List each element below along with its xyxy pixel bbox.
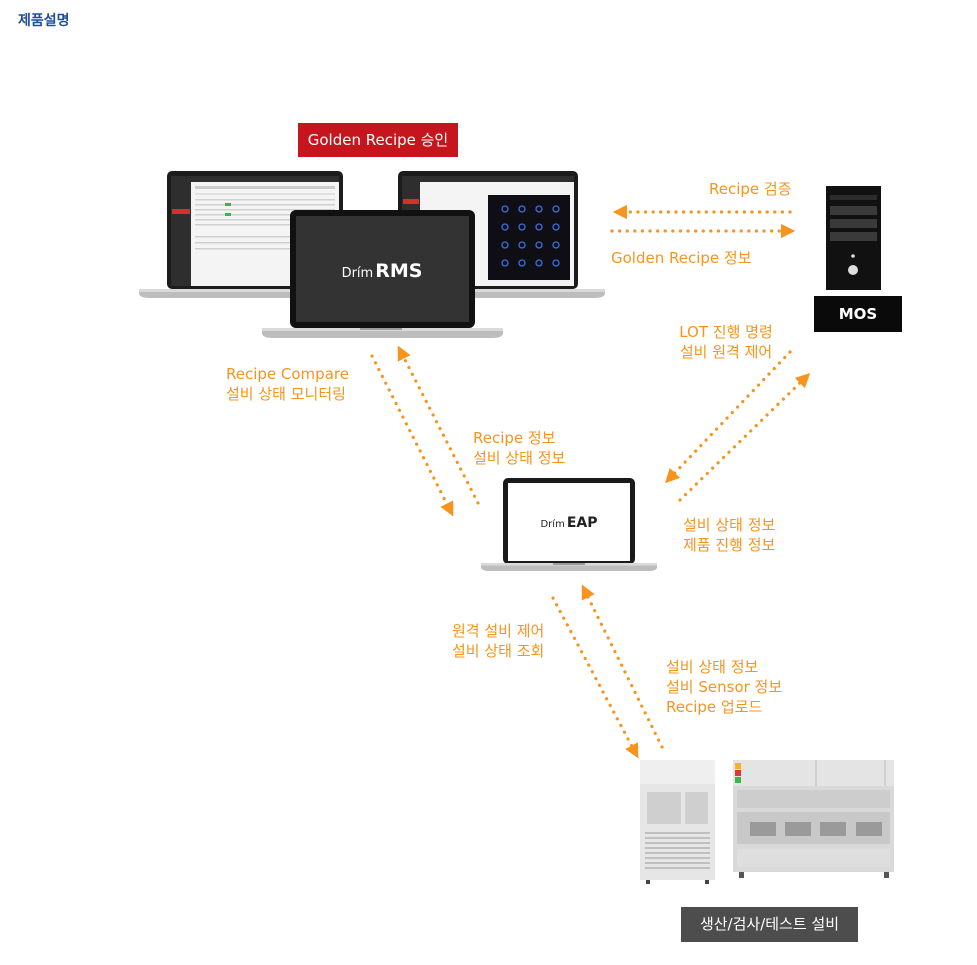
label-recipe-info-line2: 설비 상태 정보	[473, 449, 566, 467]
golden-recipe-badge: Golden Recipe 승인	[298, 123, 458, 157]
mos-server-icon	[826, 186, 881, 290]
arrows	[370, 204, 811, 759]
equipment-badge: 생산/검사/테스트 설비	[681, 907, 858, 942]
label-recipe-compare: Recipe Compare 설비 상태 모니터링	[226, 364, 349, 404]
label-equipment-upload: 설비 상태 정보 설비 Sensor 정보 Recipe 업로드	[666, 657, 782, 717]
rms-brand-name: RMS	[375, 260, 422, 282]
arrow-mos-to-eap	[665, 350, 792, 484]
eap-laptop	[481, 478, 657, 571]
eap-brand-prefix: Drím	[540, 518, 564, 530]
label-equipment-upload-line2: 설비 Sensor 정보	[666, 678, 783, 696]
mos-badge: MOS	[814, 296, 902, 332]
label-status-product-line1: 설비 상태 정보	[683, 516, 776, 534]
label-status-product: 설비 상태 정보 제품 진행 정보	[683, 515, 775, 555]
label-lot-command: LOT 진행 명령 설비 원격 제어	[676, 322, 776, 362]
label-recipe-compare-line2: 설비 상태 모니터링	[226, 385, 346, 403]
label-lot-command-line1: LOT 진행 명령	[679, 323, 773, 341]
label-recipe-verify: Recipe 검증	[709, 180, 792, 198]
page-title: 제품설명	[18, 13, 70, 29]
arrow-eap-to-mos	[678, 372, 811, 502]
label-status-product-line2: 제품 진행 정보	[683, 536, 776, 554]
label-golden-recipe-info: Golden Recipe 정보	[611, 249, 752, 267]
rms-laptop-center	[262, 210, 503, 338]
label-remote-control-line1: 원격 설비 제어	[452, 622, 545, 640]
label-recipe-info: Recipe 정보 설비 상태 정보	[473, 428, 565, 468]
label-lot-command-line2: 설비 원격 제어	[679, 343, 773, 361]
label-recipe-info-line1: Recipe 정보	[473, 429, 556, 447]
equipment-cabinet-icon	[640, 760, 715, 884]
label-equipment-upload-line1: 설비 상태 정보	[666, 658, 759, 676]
equipment-machine-icon	[733, 760, 894, 878]
arrow-eap-to-rms	[397, 345, 480, 505]
label-remote-control: 원격 설비 제어 설비 상태 조회	[452, 621, 544, 661]
label-equipment-upload-line3: Recipe 업로드	[666, 698, 763, 716]
eap-brand-name: EAP	[567, 515, 598, 531]
label-recipe-compare-line1: Recipe Compare	[226, 365, 349, 383]
arrow-eap-to-equipment	[551, 596, 639, 759]
label-remote-control-line2: 설비 상태 조회	[452, 642, 545, 660]
arrow-rms-to-eap	[370, 354, 454, 517]
rms-laptop-left	[139, 171, 371, 298]
rms-brand-prefix: Drím	[342, 266, 374, 281]
arrow-equipment-to-eap	[581, 584, 664, 749]
